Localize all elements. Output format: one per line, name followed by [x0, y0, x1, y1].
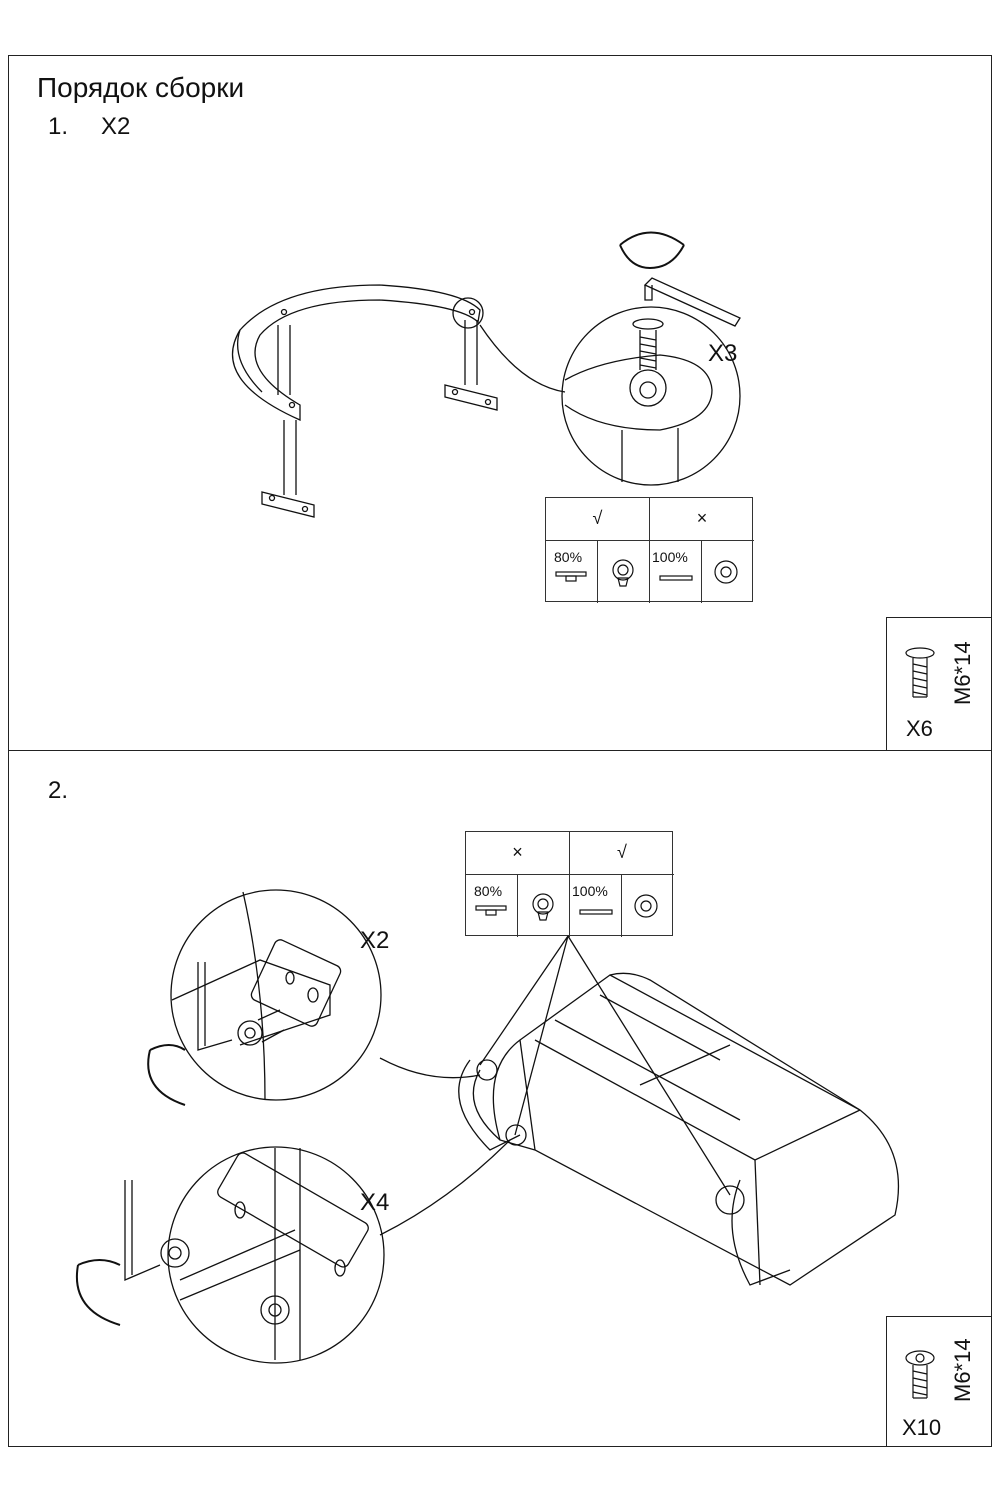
page-title: Порядок сборки [37, 72, 245, 103]
step2-right-percent: 100% [572, 883, 608, 899]
step2-hardware-box [886, 1316, 992, 1447]
step1-count: X2 [101, 113, 131, 140]
step1-hardware-quantity: X6 [906, 716, 933, 741]
step2-detail1-count: X2 [360, 927, 390, 954]
step2-right-symbol: √ [617, 842, 627, 862]
step2-screw-icons [475, 893, 658, 921]
step2-check-table: × √ 80% 100% [465, 831, 674, 937]
step1-number: 1. [48, 113, 69, 140]
step2-number: 2. [48, 777, 69, 804]
step2-hardware-quantity: X10 [902, 1415, 942, 1440]
step1-left-percent: 80% [554, 549, 583, 565]
step1-hardware-box [886, 617, 992, 751]
page-frame [8, 55, 992, 1447]
step1-right-percent: 100% [652, 549, 688, 565]
step2-left-percent: 80% [474, 883, 503, 899]
step2-hardware-size: M6*14 [950, 1338, 975, 1402]
step-divider [8, 750, 992, 751]
step1-check-table: √ × 80% 100% [545, 497, 754, 603]
step2-left-symbol: × [512, 842, 523, 862]
step1-detail-count: X3 [708, 340, 738, 367]
step1-left-symbol: √ [592, 508, 603, 528]
step2-detail2-count: X4 [360, 1189, 390, 1216]
step1-right-symbol: × [696, 508, 708, 528]
step1-screw-icons [555, 559, 738, 587]
